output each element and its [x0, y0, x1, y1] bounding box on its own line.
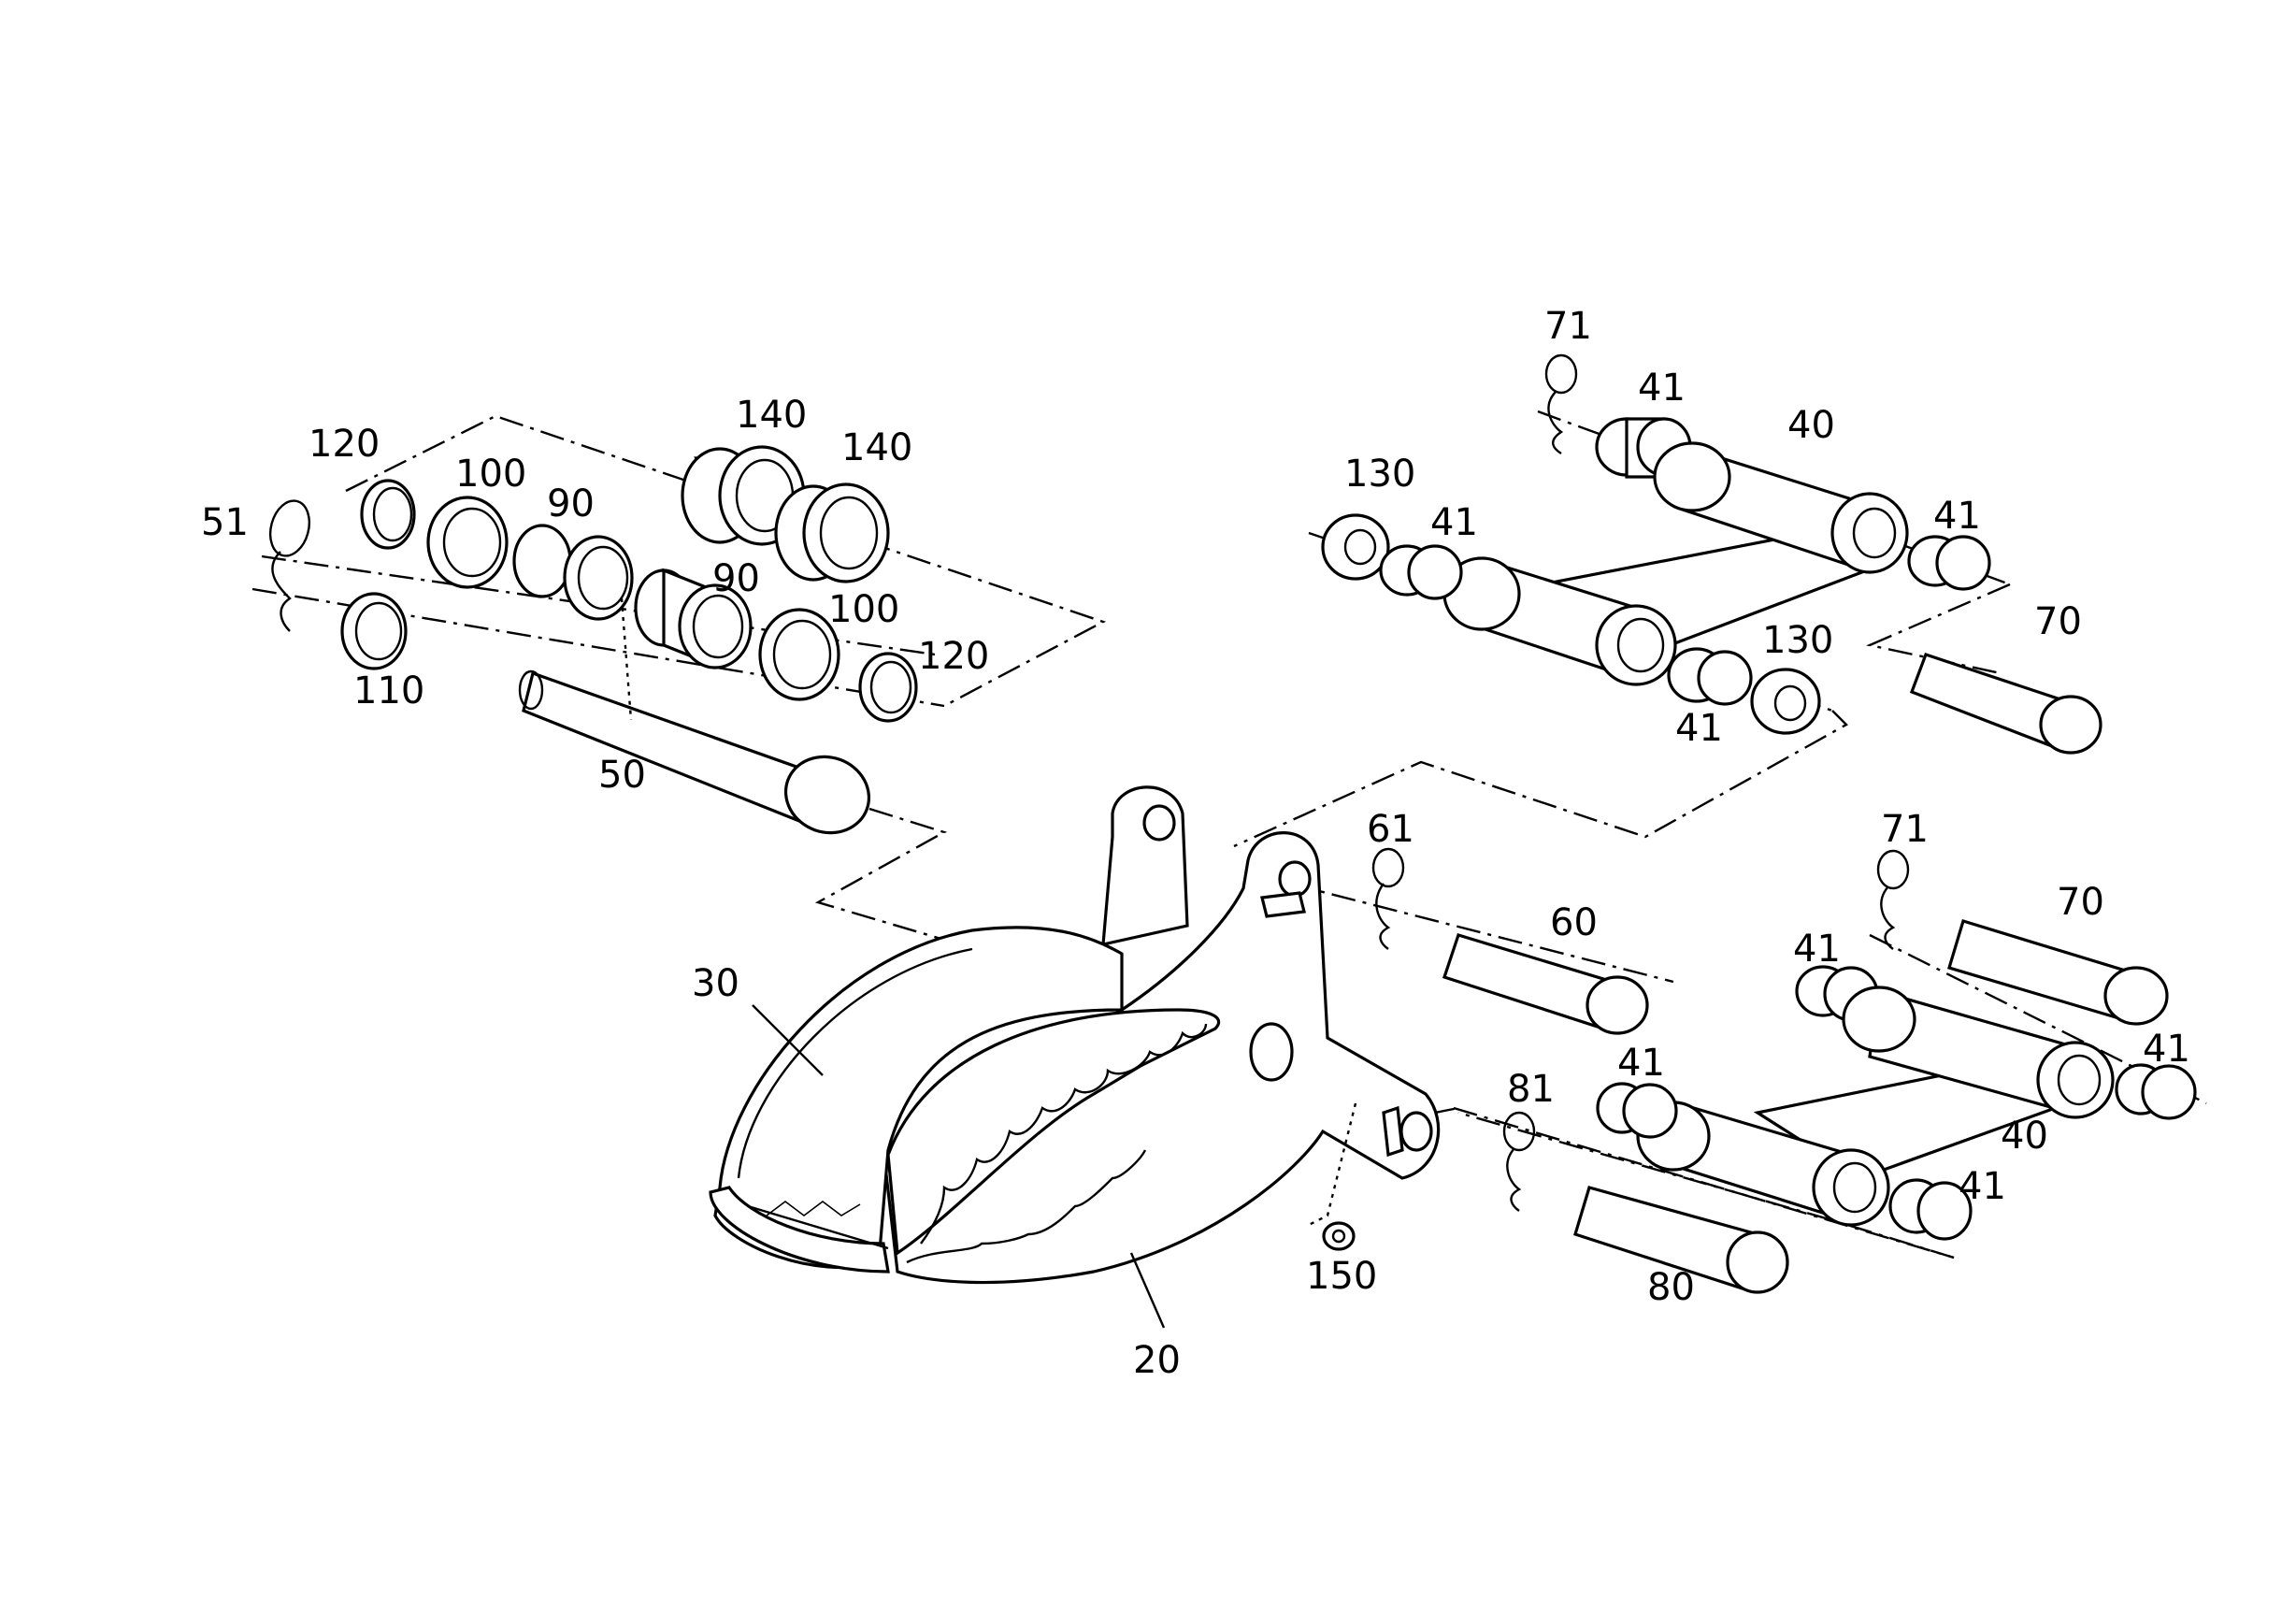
bushing-41-top-d — [1667, 647, 1753, 706]
pin-60 — [1442, 933, 1649, 1035]
ring-100-left — [426, 496, 509, 589]
spring-pin-51 — [268, 499, 311, 632]
spring-pin-71-bottom — [1876, 849, 1910, 950]
part-labels: 51 120 100 90 140 140 90 100 120 110 50 … — [201, 305, 2190, 1382]
label-140-b: 140 — [841, 426, 912, 469]
label-41-top-d: 41 — [1675, 707, 1723, 750]
label-41-bottom-d: 41 — [1959, 1165, 2006, 1208]
bushing-41-bottom-d — [1888, 1178, 1973, 1241]
label-60: 60 — [1550, 901, 1598, 944]
pin-80 — [1573, 1186, 1789, 1294]
label-41-bottom-c: 41 — [2143, 1028, 2190, 1071]
label-51: 51 — [201, 501, 249, 544]
grease-nipple-150 — [1322, 1221, 1356, 1251]
bushing-90-left — [512, 524, 634, 621]
label-40-bottom: 40 — [2001, 1115, 2048, 1158]
snap-ring-120-right — [858, 652, 918, 723]
label-41-bottom-a: 41 — [1793, 928, 1841, 971]
pin-70-bottom — [1947, 918, 2169, 1026]
bushing-41-bottom-a — [1795, 965, 1879, 1022]
label-20: 20 — [1133, 1339, 1181, 1382]
bracket-20 — [882, 785, 1441, 1285]
label-70-top: 70 — [2034, 600, 2082, 643]
pin-70-top — [1909, 652, 2102, 755]
label-110: 110 — [353, 669, 424, 712]
label-41-top-c: 41 — [1933, 495, 1981, 538]
label-71-top: 71 — [1544, 305, 1592, 348]
label-80: 80 — [1647, 1266, 1695, 1309]
spring-pin-71-top — [1544, 353, 1578, 455]
link-40-bottom — [1636, 986, 2115, 1227]
label-81: 81 — [1507, 1068, 1555, 1111]
bushing-41-top-b — [1379, 544, 1463, 600]
ring-100-right — [758, 608, 840, 701]
washer-130-top-left — [1321, 513, 1390, 581]
label-120-left: 120 — [309, 423, 380, 466]
snap-ring-120-left — [360, 479, 416, 550]
bushing-41-top-c — [1907, 535, 1991, 591]
spring-pin-81 — [1502, 1111, 1536, 1212]
label-41-top-a: 41 — [1638, 367, 1686, 410]
spring-pin-61 — [1371, 847, 1405, 950]
ring-110 — [340, 592, 408, 670]
label-100-right: 100 — [828, 588, 899, 631]
label-100-left: 100 — [455, 453, 526, 496]
label-41-top-b: 41 — [1430, 501, 1478, 544]
basket-30 — [709, 926, 1221, 1274]
label-130-top-left: 130 — [1344, 453, 1415, 496]
label-30: 30 — [692, 962, 739, 1005]
bushing-90-right — [634, 568, 753, 669]
label-90-right: 90 — [712, 557, 760, 600]
bushing-41-bottom-c — [2115, 1063, 2197, 1120]
label-71-bottom: 71 — [1881, 808, 1929, 851]
link-40-top — [1442, 441, 1909, 686]
label-150: 150 — [1306, 1255, 1377, 1298]
pin-50 — [518, 669, 871, 835]
label-50: 50 — [598, 754, 646, 797]
bushing-140-b — [774, 482, 890, 583]
label-90-left: 90 — [547, 482, 595, 525]
bushing-140-a — [681, 445, 806, 546]
bushing-41-bottom-b — [1596, 1082, 1678, 1139]
label-70-bottom: 70 — [2057, 881, 2104, 924]
label-120-right: 120 — [918, 635, 989, 678]
leader-lines — [752, 1004, 1166, 1329]
label-41-bottom-b: 41 — [1617, 1042, 1665, 1085]
label-40-top: 40 — [1787, 404, 1835, 447]
washer-130-top-right — [1750, 668, 1821, 735]
label-140-a: 140 — [736, 394, 807, 437]
label-130-top-right: 130 — [1762, 619, 1833, 662]
label-61: 61 — [1367, 808, 1414, 851]
